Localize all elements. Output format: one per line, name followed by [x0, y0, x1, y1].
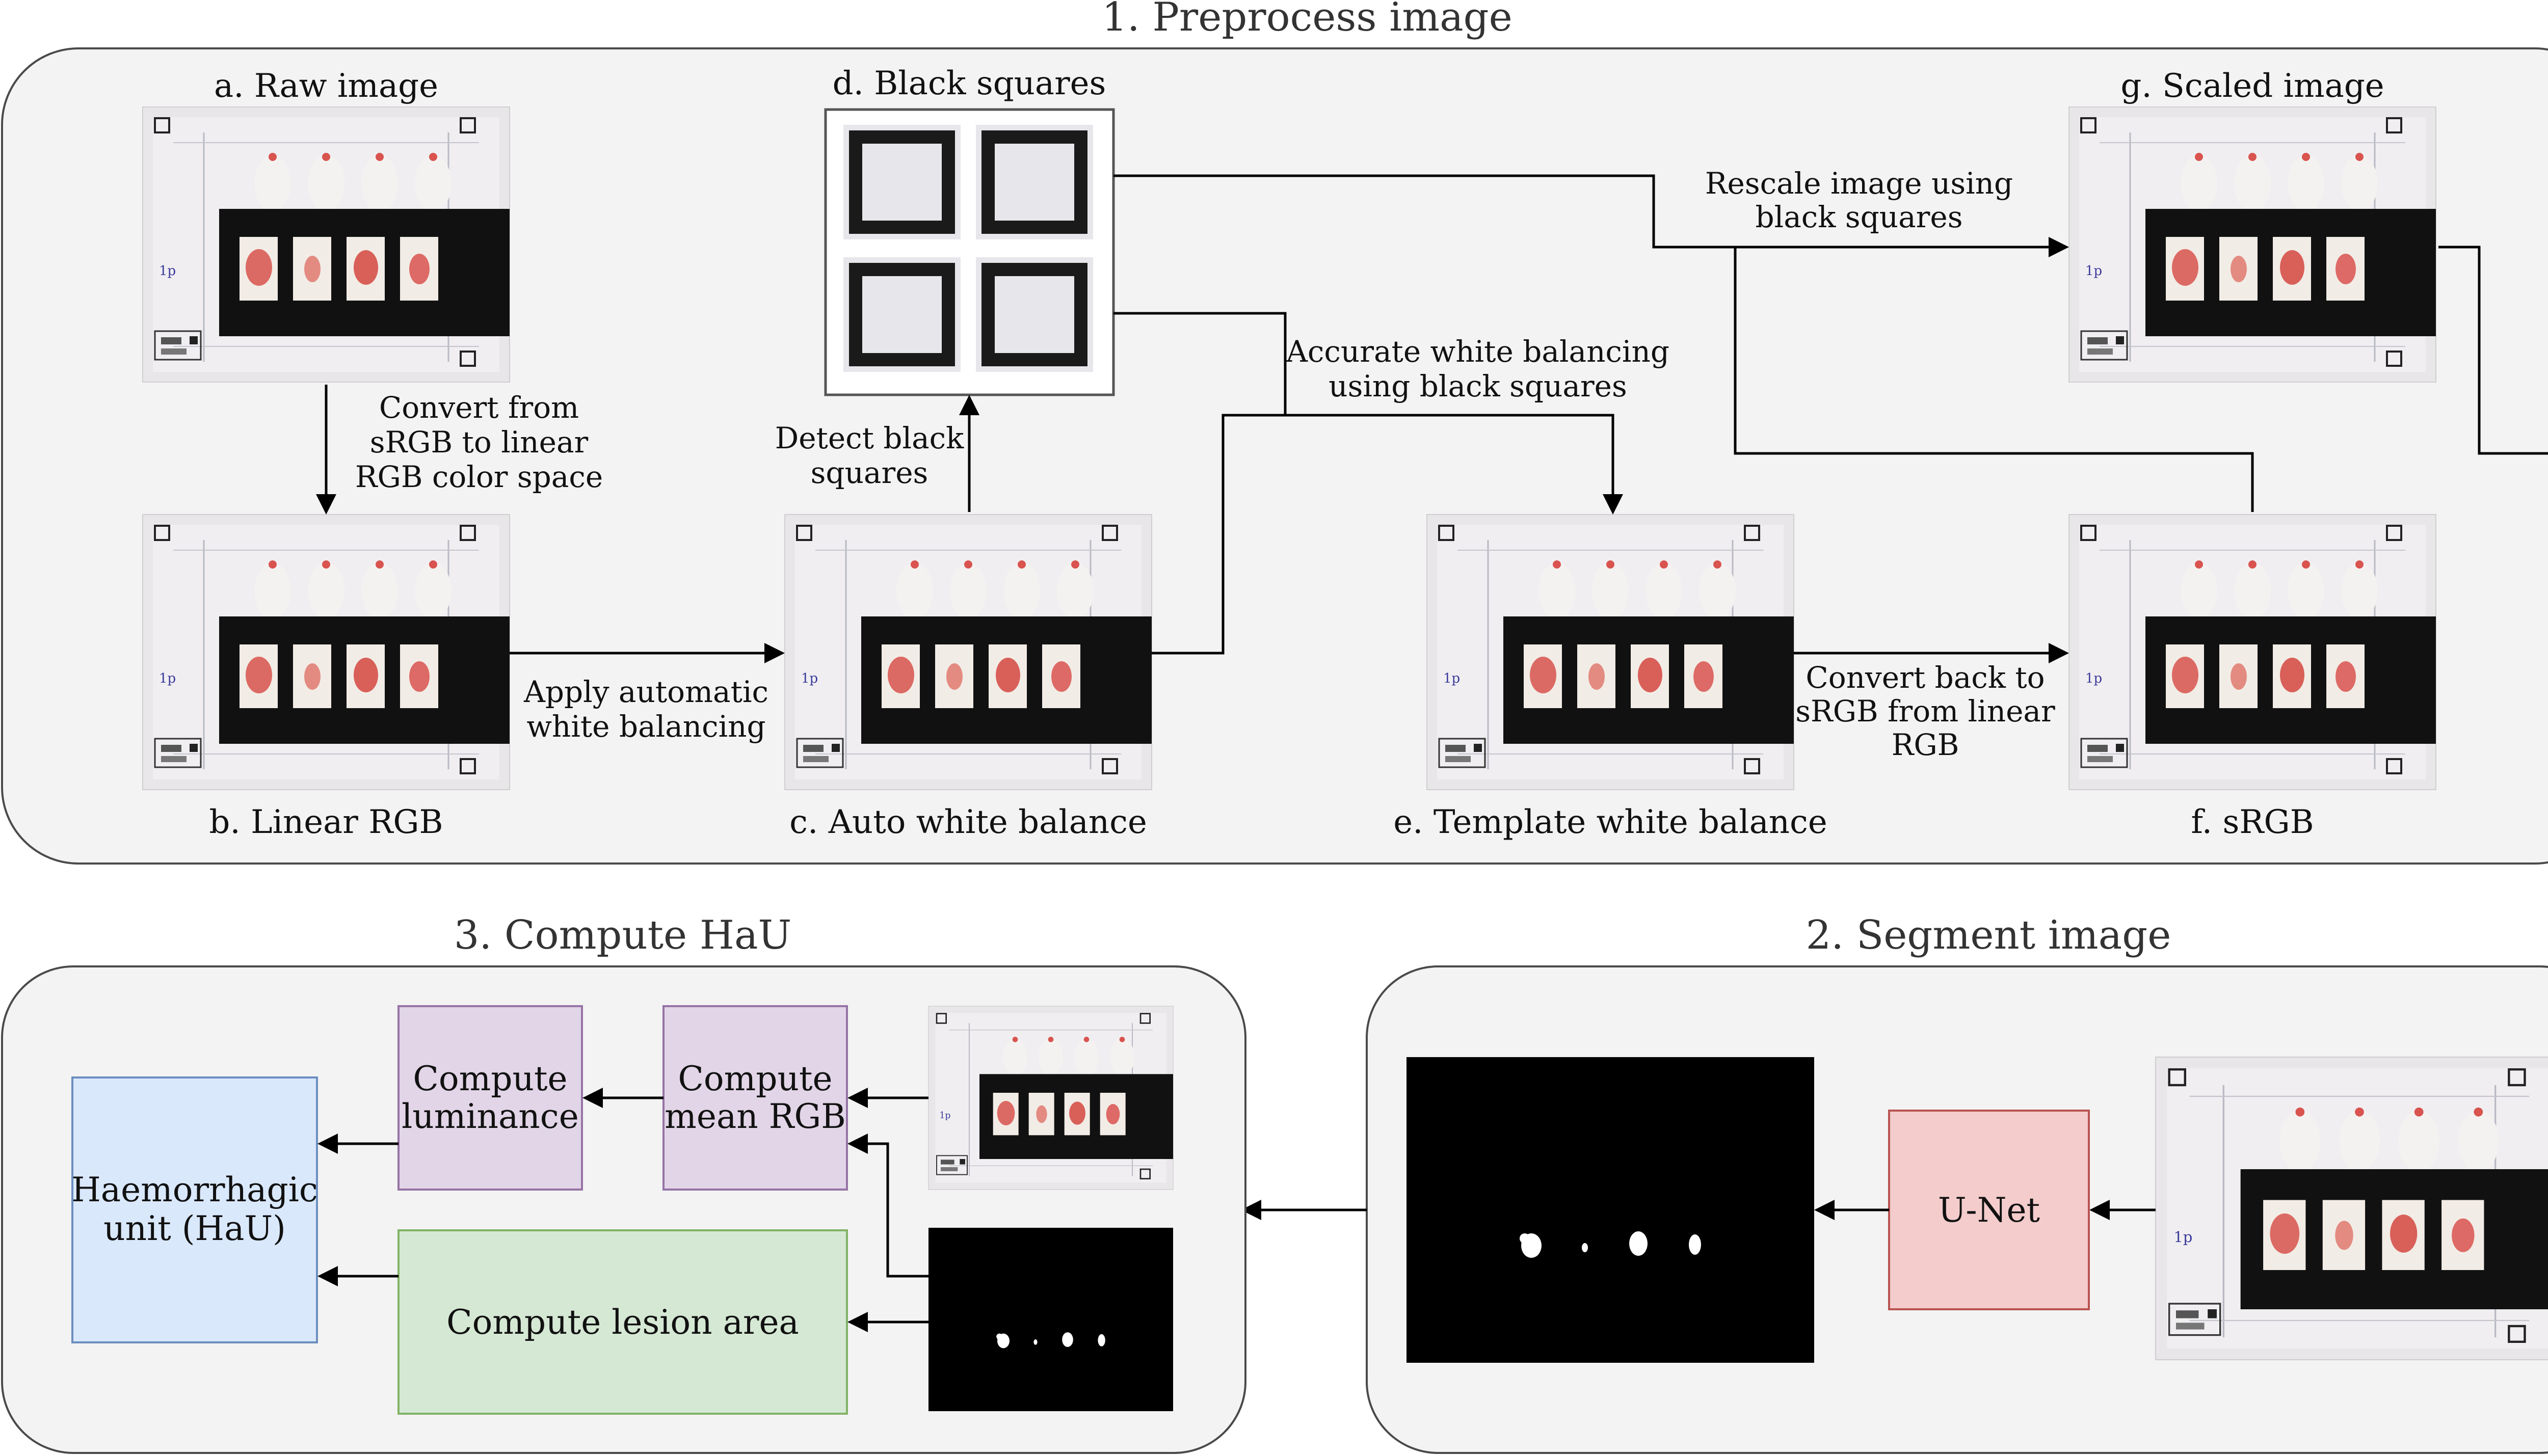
compute-input-image [927, 1005, 1174, 1191]
template-white-balance-image [1426, 514, 1795, 791]
black-square-bottom-right [976, 257, 1093, 372]
edge-label-convert-back-2: sRGB from linear [1795, 694, 2055, 729]
edge-label-detect-2: squares [811, 455, 928, 490]
edge-label-convert-back-1: Convert back to [1806, 660, 2045, 695]
hau-label-2: unit (HaU) [103, 1209, 286, 1248]
edge-label-apply-auto-2: white balancing [526, 709, 765, 744]
compute-lesion-area-box [397, 1229, 848, 1415]
compute-luminance-box [397, 1005, 583, 1191]
edge-label-rescale-1: Rescale image using [1705, 166, 2013, 201]
auto-white-balance-caption: c. Auto white balance [789, 803, 1147, 841]
hau-box [71, 1076, 318, 1343]
edge-srgb-to-scaled [1734, 247, 2254, 512]
segmentation-mask [1406, 1057, 1814, 1363]
srgb-image [2068, 514, 2437, 791]
unet-box [1888, 1110, 2090, 1310]
compute-title: 3. Compute HaU [454, 912, 792, 958]
srgb-caption: f. sRGB [2191, 803, 2314, 841]
preprocess-panel [1, 47, 2548, 865]
template-white-balance-caption: e. Template white balance [1393, 803, 1827, 841]
black-squares-caption: d. Black squares [833, 65, 1106, 102]
hau-label-1: Haemorrhagic [71, 1170, 318, 1209]
edge-auto-to-template [1152, 414, 1285, 655]
unet-label: U-Net [1938, 1191, 2040, 1230]
compute-mask-image [928, 1228, 1173, 1411]
auto-white-balance-image [784, 514, 1153, 791]
compute-lesion-area-label: Compute lesion area [446, 1303, 799, 1342]
edge-label-convert-to-linear-2: sRGB to linear [370, 425, 589, 460]
scaled-image-caption: g. Scaled image [2120, 67, 2384, 105]
edge-label-accurate-2: using black squares [1329, 369, 1627, 403]
compute-mean-rgb-label-2: mean RGB [665, 1097, 845, 1136]
segment-input-image [2156, 1057, 2548, 1360]
linear-rgb-image [142, 514, 511, 791]
edge-label-accurate-1: Accurate white balancing [1286, 334, 1669, 369]
edge-squares-to-scaled [1113, 174, 2069, 257]
edge-mask-to-mean-rgb [847, 1134, 928, 1278]
compute-luminance-label-2: luminance [402, 1097, 579, 1136]
preprocess-title: 1. Preprocess image [1102, 0, 1512, 40]
raw-image [142, 106, 511, 383]
edge-label-apply-auto-1: Apply automatic [523, 675, 768, 709]
edge-label-rescale-2: black squares [1756, 200, 1963, 234]
raw-image-caption: a. Raw image [214, 67, 438, 105]
edge-label-convert-to-linear-3: RGB color space [355, 460, 603, 494]
compute-mean-rgb-label-1: Compute [678, 1059, 832, 1098]
black-square-top-left [843, 125, 961, 239]
edge-label-convert-to-linear-1: Convert from [379, 390, 579, 425]
black-square-bottom-left [843, 257, 961, 372]
edge-label-convert-back-3: RGB [1892, 727, 1959, 762]
compute-luminance-label-1: Compute [413, 1059, 567, 1098]
linear-rgb-caption: b. Linear RGB [209, 803, 443, 841]
edge-scaled-to-segment [2438, 246, 2548, 455]
compute-mean-rgb-box [662, 1005, 848, 1191]
segment-title: 2. Segment image [1806, 912, 2171, 958]
scaled-image [2068, 106, 2437, 383]
edge-label-detect-1: Detect black [775, 421, 964, 455]
black-square-top-right [976, 125, 1093, 239]
